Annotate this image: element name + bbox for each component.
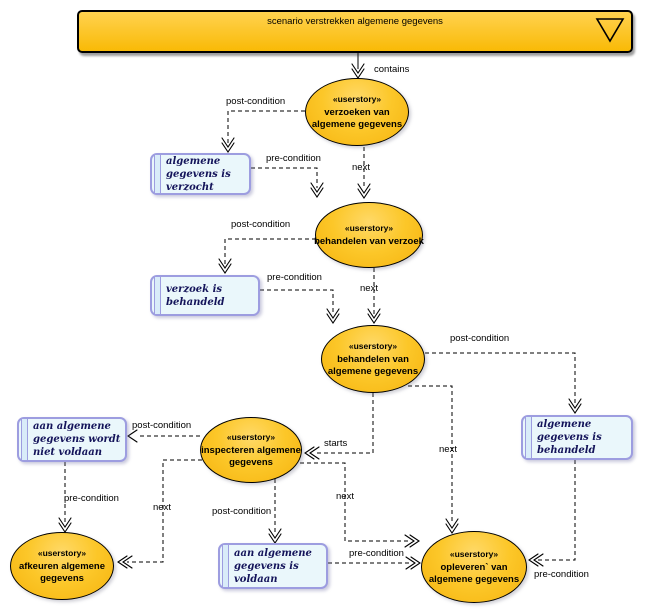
usecase-name: gegevens xyxy=(229,456,273,468)
usecase-name: algemene gegevens xyxy=(428,573,520,585)
condition-text: behandeld xyxy=(166,296,225,308)
usecase-verzoeken-van-algemene-gegevens[interactable]: «userstory» verzoeken van algemene gegev… xyxy=(305,78,409,146)
edge-label-post-condition: post-condition xyxy=(212,506,272,517)
condition-algemene-gegevens-is-verzocht[interactable]: algemene gegevens is verzocht xyxy=(150,153,251,195)
usecase-name: opleveren` van xyxy=(440,561,508,573)
condition-rail-icon xyxy=(154,155,161,193)
edge-label-pre-condition: pre-condition xyxy=(267,272,322,283)
condition-text: voldaan xyxy=(234,573,278,585)
edge-label-contains: contains xyxy=(374,64,410,75)
stereotype-label: «userstory» xyxy=(37,547,87,558)
edge-next-3 xyxy=(408,385,459,534)
edge-pre-condition-1 xyxy=(251,167,324,198)
usecase-afkeuren-algemene-gegevens[interactable]: «userstory» afkeuren algemene gegevens xyxy=(10,532,114,600)
usecase-name: behandelen van xyxy=(337,353,409,365)
edge-post-condition-2 xyxy=(218,238,316,274)
condition-rail-icon xyxy=(222,545,229,587)
condition-text: algemene xyxy=(537,419,592,430)
usecase-behandelen-van-verzoek[interactable]: «userstory» behandelen van verzoek xyxy=(314,202,424,268)
condition-aan-algemene-gegevens-is-voldaan[interactable]: aan algemene gegevens is voldaan xyxy=(218,543,328,589)
condition-text: gegevens is xyxy=(234,560,299,572)
usecase-inspecteren-algemene-gegevens[interactable]: «userstory» inspecteren algemene gegeven… xyxy=(200,417,302,483)
condition-text: aan algemene xyxy=(234,547,312,559)
condition-text: algemene xyxy=(166,155,221,167)
condition-text: aan algemene xyxy=(33,421,111,432)
condition-rail-icon xyxy=(21,419,28,460)
edge-label-next: next xyxy=(352,162,370,173)
condition-text: verzocht xyxy=(166,181,214,193)
condition-verzoek-is-behandeld[interactable]: verzoek is behandeld xyxy=(150,275,260,316)
edge-pre-condition-4 xyxy=(328,556,421,570)
stereotype-label: «userstory» xyxy=(226,431,276,442)
edge-starts xyxy=(304,393,374,460)
condition-text: gegevens wordt xyxy=(33,434,121,445)
condition-rail-icon xyxy=(154,277,161,314)
stereotype-label: «userstory» xyxy=(348,340,398,351)
edge-label-post-condition: post-condition xyxy=(132,420,192,431)
stereotype-label: «userstory» xyxy=(449,548,499,559)
condition-text: gegevens is xyxy=(537,432,602,443)
usecase-name: afkeuren algemene xyxy=(18,560,106,572)
edge-label-next: next xyxy=(360,283,378,294)
usecase-name: algemene gegevens xyxy=(311,118,403,130)
condition-text: niet voldaan xyxy=(33,447,103,458)
edge-label-next: next xyxy=(439,444,457,455)
edge-label-pre-condition: pre-condition xyxy=(349,548,404,559)
stereotype-label: «userstory» xyxy=(332,93,382,104)
condition-text: verzoek is xyxy=(166,283,222,295)
condition-algemene-gegevens-is-behandeld[interactable]: algemene gegevens is behandeld xyxy=(521,415,633,460)
edge-post-condition-4 xyxy=(127,429,200,443)
usecase-name: gegevens xyxy=(40,572,84,584)
scenario-banner[interactable]: scenario verstrekken algemene gegevens xyxy=(77,10,633,53)
edge-next-4 xyxy=(117,459,202,569)
scenario-title: scenario verstrekken algemene gegevens xyxy=(267,16,443,27)
collapse-triangle-icon[interactable] xyxy=(595,17,625,43)
edge-next-5 xyxy=(300,462,420,548)
condition-rail-icon xyxy=(525,417,532,458)
condition-text: gegevens is xyxy=(166,168,231,180)
edge-label-pre-condition: pre-condition xyxy=(534,569,589,580)
usecase-name: verzoeken van xyxy=(324,106,390,118)
usecase-name: inspecteren algemene xyxy=(201,444,301,456)
condition-aan-algemene-gegevens-wordt-niet-voldaan[interactable]: aan algemene gegevens wordt niet voldaan xyxy=(17,417,127,462)
edge-label-next: next xyxy=(153,502,171,513)
usecase-name: algemene gegevens xyxy=(327,365,419,377)
usecase-behandelen-van-algemene-gegevens[interactable]: «userstory» behandelen van algemene gege… xyxy=(321,325,425,393)
edge-label-post-condition: post-condition xyxy=(231,219,291,230)
edge-pre-condition-2 xyxy=(260,289,340,324)
edge-label-pre-condition: pre-condition xyxy=(266,153,321,164)
edge-post-condition-3 xyxy=(425,352,582,414)
edge-label-starts: starts xyxy=(324,438,348,449)
edge-label-post-condition: post-condition xyxy=(226,96,286,107)
usecase-opleveren-van-algemene-gegevens[interactable]: «userstory» opleveren` van algemene gege… xyxy=(421,531,527,603)
edge-post-condition-1 xyxy=(221,110,305,153)
edge-next-2 xyxy=(367,268,381,324)
edge-next-1 xyxy=(357,147,371,199)
edge-contains xyxy=(351,53,365,79)
edge-pre-condition-5 xyxy=(528,460,576,567)
edge-label-next: next xyxy=(336,491,354,502)
condition-text: behandeld xyxy=(537,445,596,456)
stereotype-label: «userstory» xyxy=(344,222,394,233)
edge-label-post-condition: post-condition xyxy=(450,333,510,344)
edge-label-pre-condition: pre-condition xyxy=(64,493,119,504)
usecase-name: behandelen van verzoek xyxy=(314,235,424,247)
